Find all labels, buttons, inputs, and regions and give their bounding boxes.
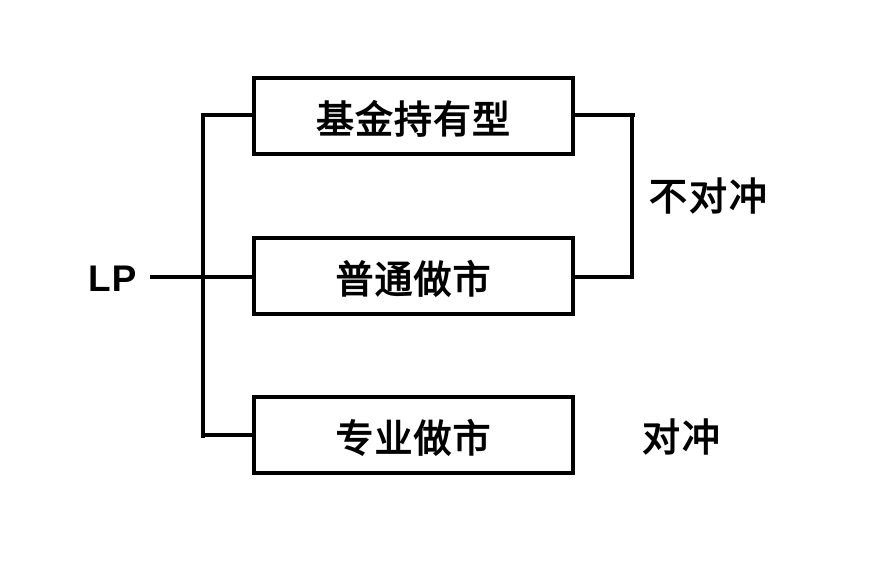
- bracket-stub-from-box2: [575, 275, 634, 279]
- node-fund-holding-type-label: 基金持有型: [315, 99, 511, 142]
- annotation-no-hedge: 不对冲: [649, 177, 770, 219]
- bracket-stub-from-box1: [575, 113, 635, 117]
- connector-stub-to-box3: [201, 433, 252, 437]
- node-professional-market-making: 专业做市: [252, 395, 575, 475]
- root-node-label: LP: [88, 258, 138, 299]
- node-professional-market-making-label: 专业做市: [335, 418, 492, 461]
- node-regular-market-making-label: 普通做市: [335, 259, 492, 302]
- node-regular-market-making: 普通做市: [252, 236, 575, 316]
- bracket-right-vertical: [630, 113, 634, 279]
- node-fund-holding-type: 基金持有型: [252, 76, 575, 156]
- connector-stub-to-box1: [201, 113, 252, 117]
- connector-left-vertical: [201, 113, 205, 438]
- annotation-hedge: 对冲: [642, 418, 723, 460]
